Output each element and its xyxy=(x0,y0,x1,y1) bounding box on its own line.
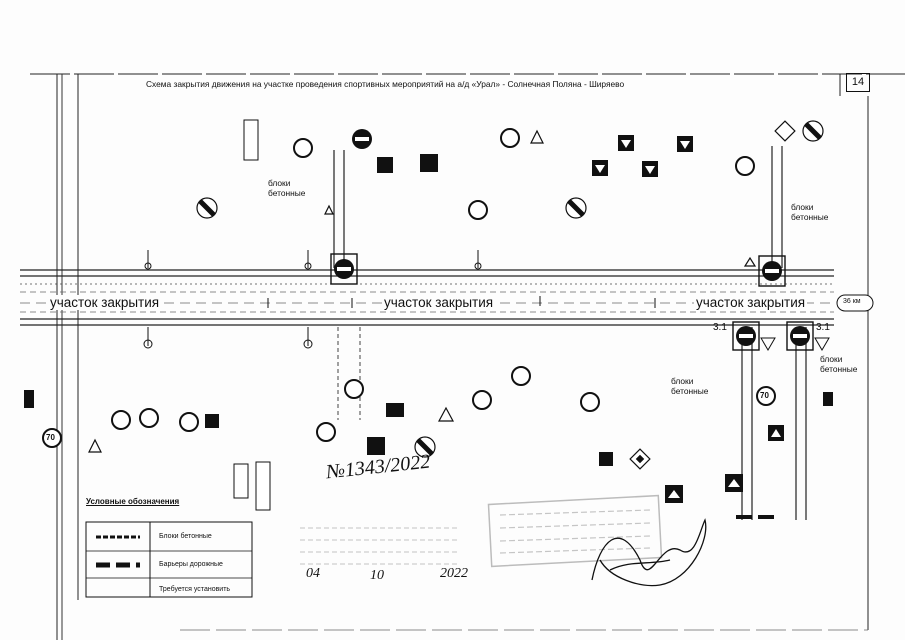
speed-limit-icon xyxy=(42,128,776,448)
sign-pole-group xyxy=(143,250,482,349)
side-road-bottom-left xyxy=(337,327,361,420)
distance-marker: 36 км xyxy=(843,298,861,305)
closure-right xyxy=(758,255,786,287)
closure-bottom-2 xyxy=(786,321,830,351)
end-restriction-icon xyxy=(565,197,587,219)
priority-diamond-icon xyxy=(629,120,796,470)
legend-item-label: Требуется установить xyxy=(159,586,231,593)
legend-title: Условные обозначения xyxy=(86,497,180,506)
side-road-bottom-right xyxy=(741,327,807,520)
concrete-blocks-label: блоки бетонные xyxy=(671,376,709,396)
side-road-top-left xyxy=(333,150,345,268)
side-road-top-right xyxy=(771,146,783,268)
closure-zone-label-left: участок закрытия xyxy=(48,295,162,310)
end-restriction-icon xyxy=(196,197,218,219)
approval-stamp xyxy=(300,494,663,568)
speed-limit-value: 70 xyxy=(760,391,769,400)
legend-item-label: Блоки бетонные xyxy=(159,533,212,540)
sign-code-label: 3.1 xyxy=(713,322,727,333)
concrete-blocks-label: блоки бетонные xyxy=(791,202,829,222)
concrete-blocks-label: блоки бетонные xyxy=(268,178,306,198)
handwritten-date-year: 2022 xyxy=(440,566,468,581)
closure-left xyxy=(330,253,358,285)
page-title: Схема закрытия движения на участке прове… xyxy=(146,79,625,89)
concrete-blocks-label: блоки бетонные xyxy=(820,354,858,374)
no-entry-icon xyxy=(352,129,372,149)
detour-sign-icon xyxy=(205,135,784,503)
legend-box xyxy=(85,521,253,598)
page-number: 14 xyxy=(846,73,870,92)
information-sign-icon xyxy=(233,119,271,511)
speed-limit-value: 70 xyxy=(46,433,55,442)
legend-item-label: Барьеры дорожные xyxy=(159,561,223,568)
arrow-marks xyxy=(595,140,781,498)
handwritten-date-month: 10 xyxy=(370,568,384,583)
traffic-light-icon xyxy=(24,390,833,408)
distance-marker-frame xyxy=(836,294,874,312)
closure-zone-label-right: участок закрытия xyxy=(694,295,808,310)
handwritten-date-day: 04 xyxy=(306,566,320,581)
end-restriction-icon xyxy=(414,436,436,458)
closure-zone-label-middle: участок закрытия xyxy=(382,295,496,310)
warning-triangle-icon xyxy=(88,129,757,453)
closure-bottom-1 xyxy=(732,321,776,351)
signature xyxy=(591,518,707,587)
end-restriction-icon xyxy=(802,120,824,142)
sign-code-label: 3.1 xyxy=(816,322,830,333)
